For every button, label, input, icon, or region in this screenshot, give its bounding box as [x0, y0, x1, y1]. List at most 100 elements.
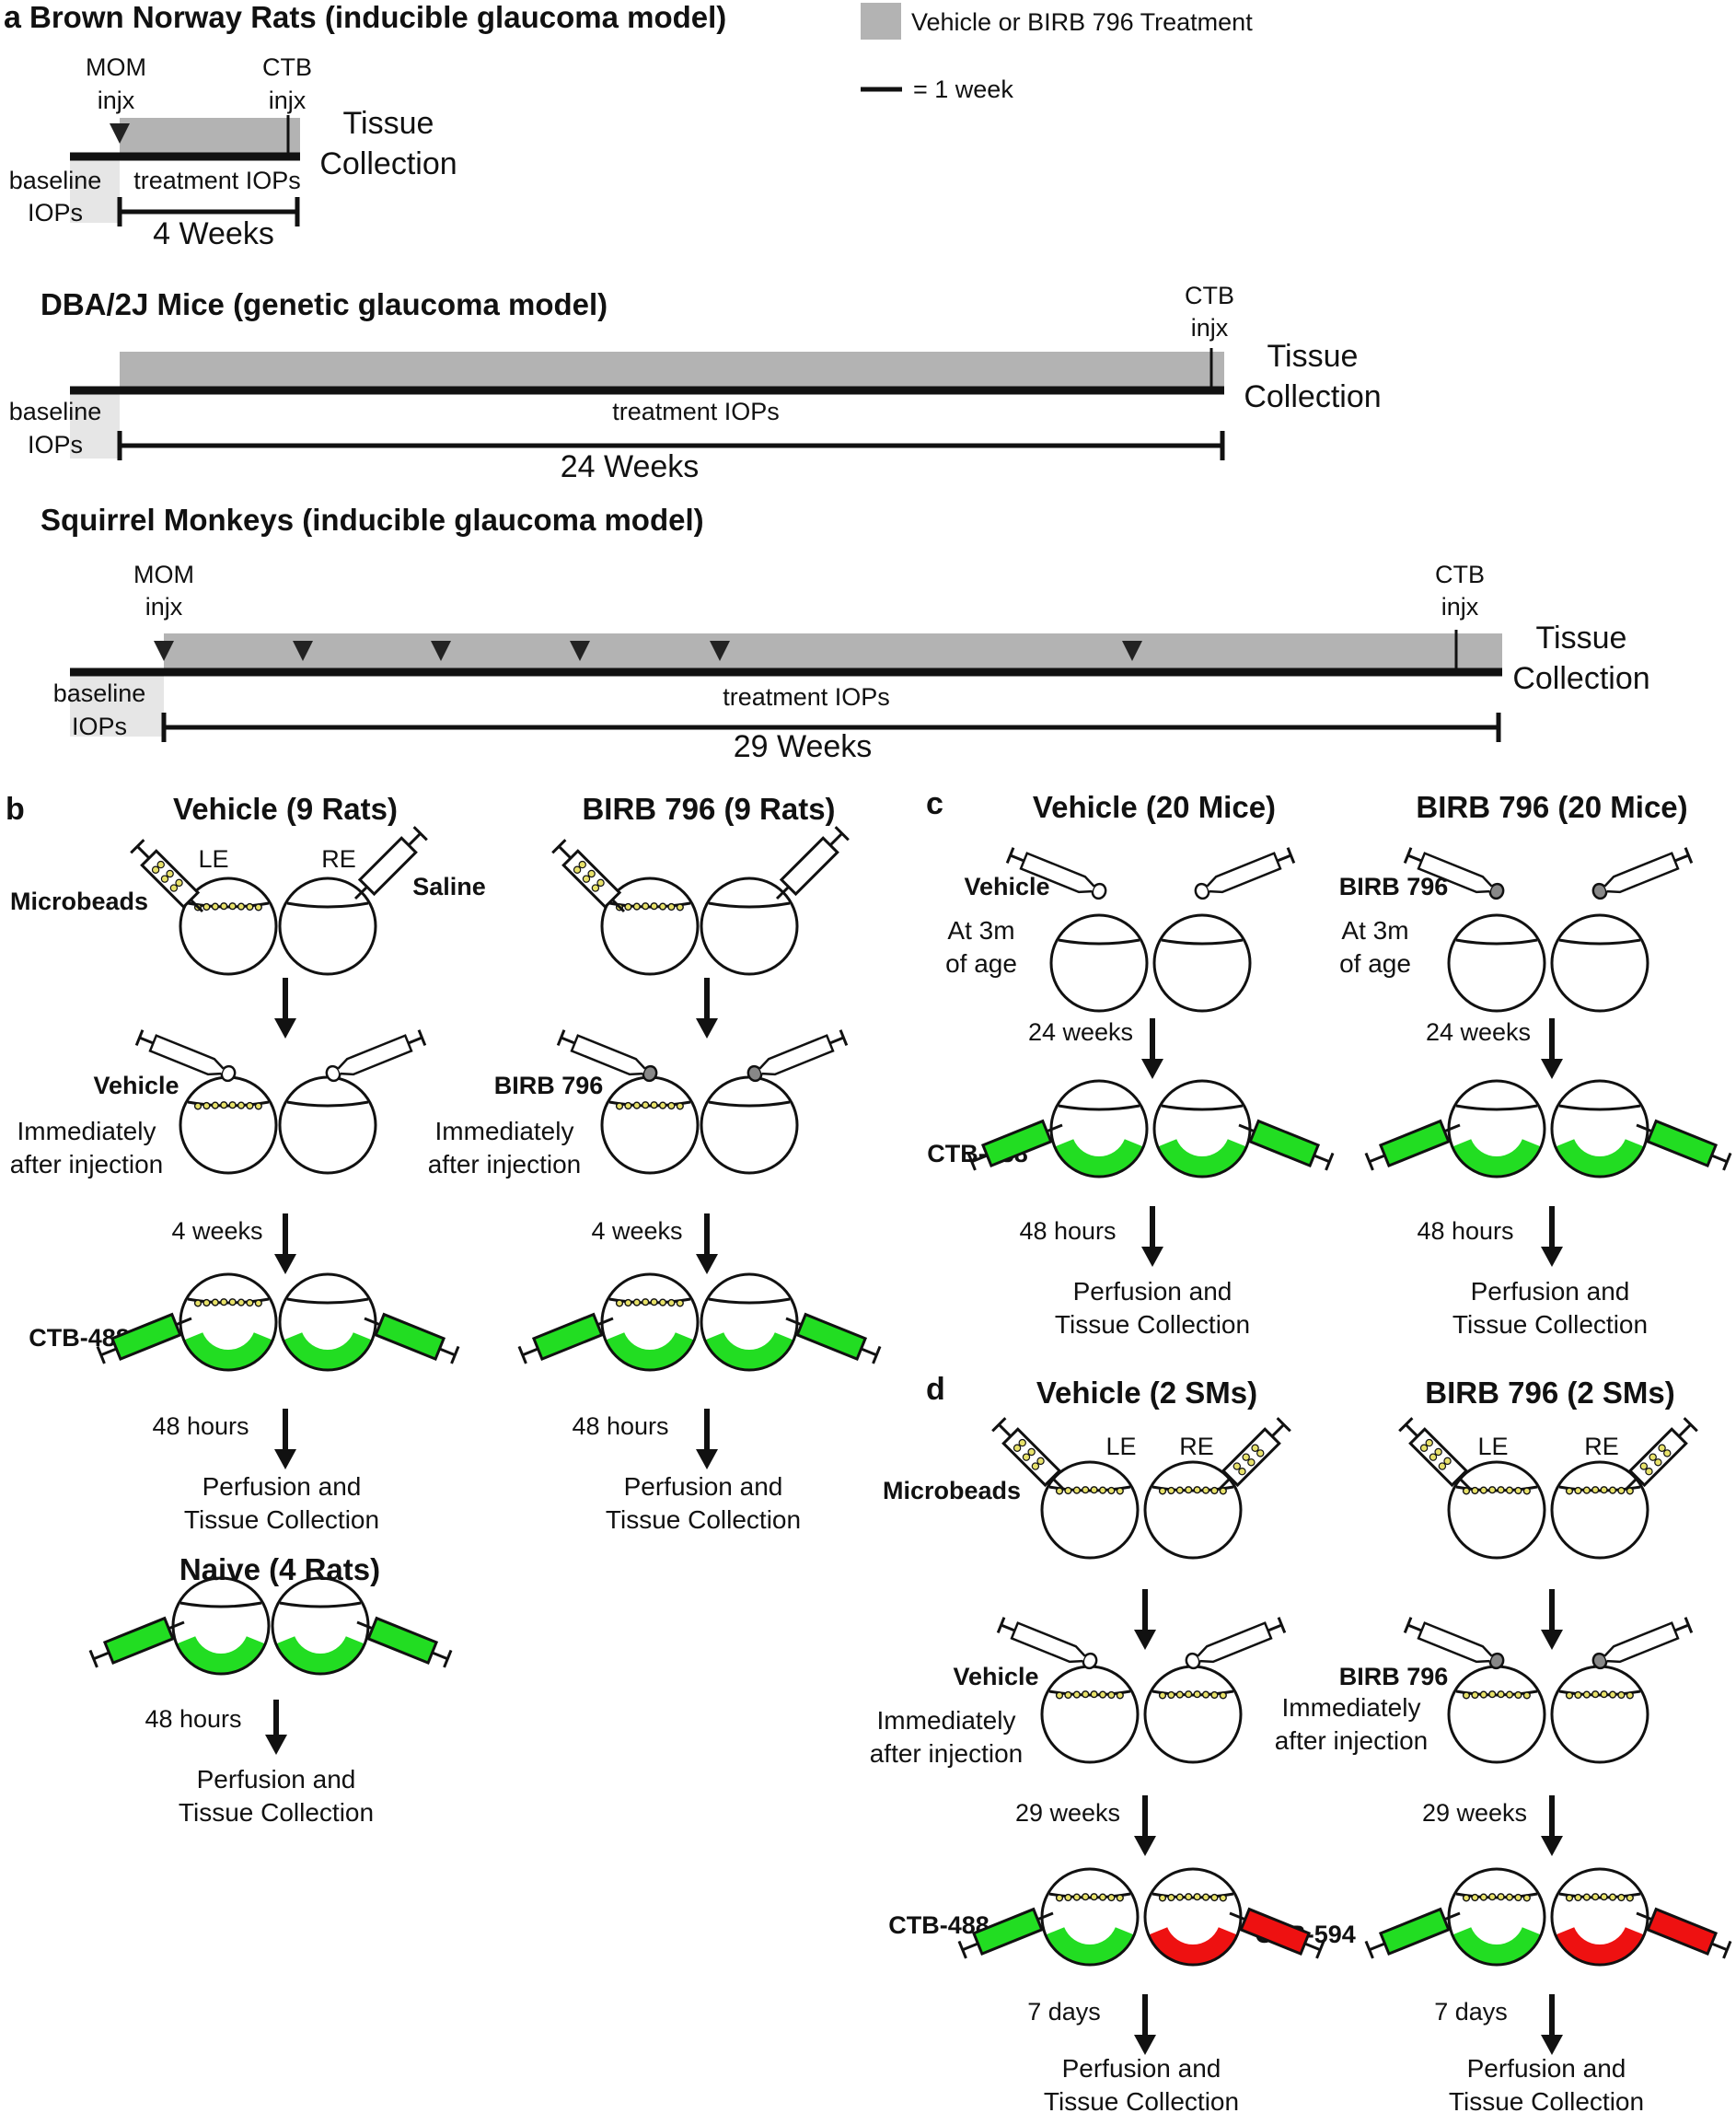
microbead [1185, 1486, 1193, 1494]
microbead [1565, 1487, 1574, 1495]
microbead [1617, 1893, 1626, 1902]
microbead [193, 1102, 203, 1110]
panel-d-ctb-488-label: CTB-488 [888, 1911, 990, 1939]
microbead [658, 1298, 667, 1306]
microbead [650, 1298, 658, 1306]
monkeys-tissue-label: Tissue [1536, 621, 1627, 656]
panel-d-vehicle-wait-2: 7 days [1027, 1998, 1101, 2026]
microbead [211, 902, 219, 911]
monkeys-treatment-iops-label: treatment IOPs [723, 683, 890, 711]
dropper-syringe-icon [1194, 847, 1296, 900]
panel-c-birb-end-1: Perfusion and [1471, 1277, 1630, 1306]
mice-ctb-label: CTB [1185, 282, 1234, 309]
dropper-syringe-icon [1403, 1617, 1505, 1670]
microbead [1167, 1893, 1175, 1902]
microbead [1462, 1487, 1471, 1495]
microbead [1167, 1486, 1175, 1495]
monkeys-collection-label: Collection [1512, 661, 1649, 696]
panel-d-vehicle-le-label: LE [1105, 1433, 1136, 1460]
microbead [1479, 1486, 1487, 1494]
microbead [1107, 1690, 1116, 1700]
dropper-syringe-icon [1185, 1617, 1287, 1670]
microbead [203, 902, 211, 911]
syringe-icon [353, 826, 428, 900]
panel-b-birb-wait-1: 4 weeks [591, 1217, 682, 1245]
dropper-syringe-icon [746, 1029, 849, 1083]
microbead [1505, 1690, 1514, 1699]
microbead [1608, 1486, 1617, 1494]
panel-b-vehicle-agent-label: Vehicle [93, 1072, 179, 1099]
microbead [1565, 1894, 1574, 1902]
microbead [1090, 1486, 1098, 1494]
microbead [1098, 1690, 1107, 1699]
rats-mom-injx-label: injx [98, 87, 135, 114]
mice-treatment-iops-label: treatment IOPs [612, 398, 780, 425]
eye-icon [1040, 1867, 1140, 1967]
microbead [1116, 1487, 1124, 1495]
panel-b-vehicle-after-injection: after injection [10, 1150, 164, 1178]
rats-treatment-region [120, 118, 300, 153]
mice-ctb-injx-label: injx [1191, 314, 1229, 342]
rats-ctb-label: CTB [262, 53, 312, 81]
panel-d-letter: d [926, 1372, 945, 1407]
microbead [676, 903, 684, 911]
eye-icon [1152, 1079, 1252, 1178]
retina-label-fill [1555, 1139, 1645, 1177]
panel-d-birb-wait-2: 7 days [1434, 1998, 1508, 2026]
rats-treatment-iops-label: treatment IOPs [133, 167, 301, 194]
microbead [1522, 1691, 1531, 1700]
down-arrow-icon [1541, 1994, 1563, 2055]
panel-b-letter: b [6, 792, 25, 827]
microbead [237, 1101, 246, 1109]
eye-icon [1550, 1079, 1649, 1178]
monkeys-baseline-label: baseline [53, 679, 146, 707]
panel-b-vehicle-end-2: Tissue Collection [184, 1505, 379, 1534]
down-arrow-icon [265, 1700, 287, 1755]
eye-icon [278, 1272, 377, 1372]
microbead [1471, 1690, 1479, 1700]
microbead [1167, 1690, 1175, 1700]
microbead [1210, 1893, 1219, 1902]
microbead [228, 1298, 237, 1306]
microbead [220, 1298, 228, 1306]
eye-icon [1152, 913, 1252, 1013]
eye-icon [1447, 1867, 1546, 1967]
panel-c-birb-agent-label: BIRB 796 [1339, 873, 1449, 900]
eye-icon [1049, 913, 1149, 1013]
eye-icon [600, 1075, 700, 1175]
retina-label-fill [1555, 1927, 1645, 1965]
retina-label-fill [183, 1332, 273, 1370]
microbead [1600, 1486, 1608, 1494]
eye-icon [600, 1272, 700, 1372]
microbead [1201, 1486, 1210, 1494]
microbead [1471, 1893, 1479, 1902]
eye-icon [1143, 1665, 1243, 1764]
microbead [1505, 1893, 1514, 1901]
mice-baseline-iops-label: IOPs [28, 431, 83, 459]
microbead [1462, 1691, 1471, 1700]
microbead [1098, 1893, 1107, 1901]
microbead [1591, 1690, 1600, 1699]
microbead [1064, 1893, 1072, 1902]
panel-c-vehicle-title: Vehicle (20 Mice) [1033, 790, 1276, 824]
microbead [658, 1101, 667, 1109]
eye-icon [1447, 1079, 1546, 1178]
microbead [667, 902, 676, 911]
microbead [1158, 1487, 1167, 1495]
retina-label-fill [275, 1636, 365, 1674]
dropper-syringe-icon [1591, 847, 1694, 900]
panel-d-birb-re-label: RE [1584, 1433, 1619, 1460]
microbead [220, 1101, 228, 1109]
dropper-syringe-icon [1005, 847, 1107, 900]
rats-tissue-label: Tissue [343, 106, 434, 141]
microbead [1116, 1691, 1124, 1700]
microbead [1574, 1893, 1582, 1902]
microbead [642, 902, 650, 911]
dropper-syringe-icon [556, 1029, 658, 1083]
retina-label-fill [1452, 1927, 1542, 1965]
dropper-syringe-icon [134, 1029, 237, 1083]
eye-icon [1447, 913, 1546, 1013]
microbead [1574, 1486, 1582, 1495]
retina-label-fill [1148, 1927, 1238, 1965]
retina-label-fill [283, 1332, 373, 1370]
